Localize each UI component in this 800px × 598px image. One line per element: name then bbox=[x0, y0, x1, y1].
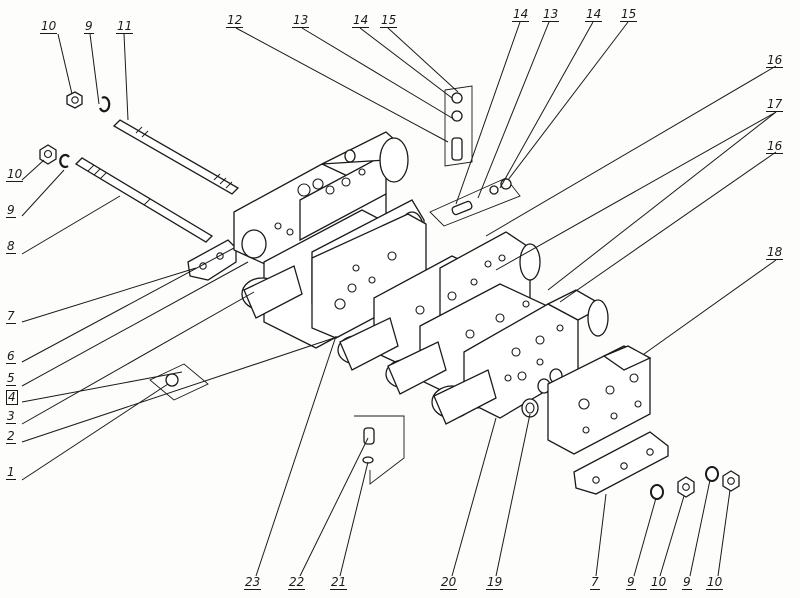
callout-4: 4 bbox=[6, 390, 18, 405]
callout-22: 22 bbox=[288, 575, 306, 590]
callout-10-bottom-b: 10 bbox=[706, 575, 724, 590]
callout-16-top: 16 bbox=[766, 53, 784, 68]
callout-23: 23 bbox=[244, 575, 262, 590]
tie-rod-11 bbox=[112, 119, 240, 195]
callout-5: 5 bbox=[6, 371, 16, 386]
nut-10-top bbox=[66, 91, 83, 109]
callout-3: 3 bbox=[6, 409, 16, 424]
callout-2: 2 bbox=[6, 429, 16, 444]
nut-10-left bbox=[39, 144, 57, 165]
retaining-ring-9-bottom-a bbox=[650, 484, 664, 500]
callout-10-left: 10 bbox=[6, 167, 24, 182]
end-cover-18 bbox=[547, 345, 652, 455]
callout-14-top: 14 bbox=[352, 13, 370, 28]
callout-10-top: 10 bbox=[40, 19, 58, 34]
callout-9-bottom-a: 9 bbox=[626, 575, 636, 590]
callout-9-bottom-b: 9 bbox=[682, 575, 692, 590]
callout-9-left: 9 bbox=[6, 203, 16, 218]
retaining-ring-9-bottom-b bbox=[705, 466, 719, 482]
intermediate-plate-23 bbox=[311, 213, 427, 339]
callout-18: 18 bbox=[766, 245, 784, 260]
callout-1: 1 bbox=[6, 465, 16, 480]
callout-9-top: 9 bbox=[84, 19, 94, 34]
callout-15-top: 15 bbox=[380, 13, 398, 28]
callout-13-inset: 13 bbox=[542, 7, 560, 22]
callout-12: 12 bbox=[226, 13, 244, 28]
spool-section-4 bbox=[431, 289, 609, 425]
callout-14-inset: 14 bbox=[512, 7, 530, 22]
callout-20: 20 bbox=[440, 575, 458, 590]
callout-10-bottom-a: 10 bbox=[650, 575, 668, 590]
callout-21: 21 bbox=[330, 575, 348, 590]
callout-7-bottom: 7 bbox=[590, 575, 600, 590]
callout-13-top: 13 bbox=[292, 13, 310, 28]
retaining-ring-9-top bbox=[98, 96, 111, 113]
callout-16-mid: 16 bbox=[766, 139, 784, 154]
callout-19: 19 bbox=[486, 575, 504, 590]
inset-parts-13-14-15-lower bbox=[429, 177, 521, 227]
callout-11: 11 bbox=[116, 19, 134, 34]
nut-10-bottom-b bbox=[722, 470, 740, 492]
callout-15-right: 15 bbox=[620, 7, 638, 22]
inset-plug-1 bbox=[149, 363, 209, 401]
mounting-bracket-7-right bbox=[573, 431, 669, 495]
nut-10-bottom-a bbox=[677, 476, 695, 498]
retaining-ring-9-left bbox=[59, 153, 70, 169]
callout-6: 6 bbox=[6, 349, 16, 364]
o-rings-19 bbox=[521, 368, 563, 418]
callout-7-left: 7 bbox=[6, 309, 16, 324]
inset-fittings-21-22 bbox=[354, 415, 405, 485]
inset-parts-14-15-13 bbox=[444, 85, 473, 167]
callout-14-right: 14 bbox=[585, 7, 603, 22]
tie-rod-8 bbox=[74, 157, 214, 243]
callout-17: 17 bbox=[766, 97, 784, 112]
callout-8: 8 bbox=[6, 239, 16, 254]
